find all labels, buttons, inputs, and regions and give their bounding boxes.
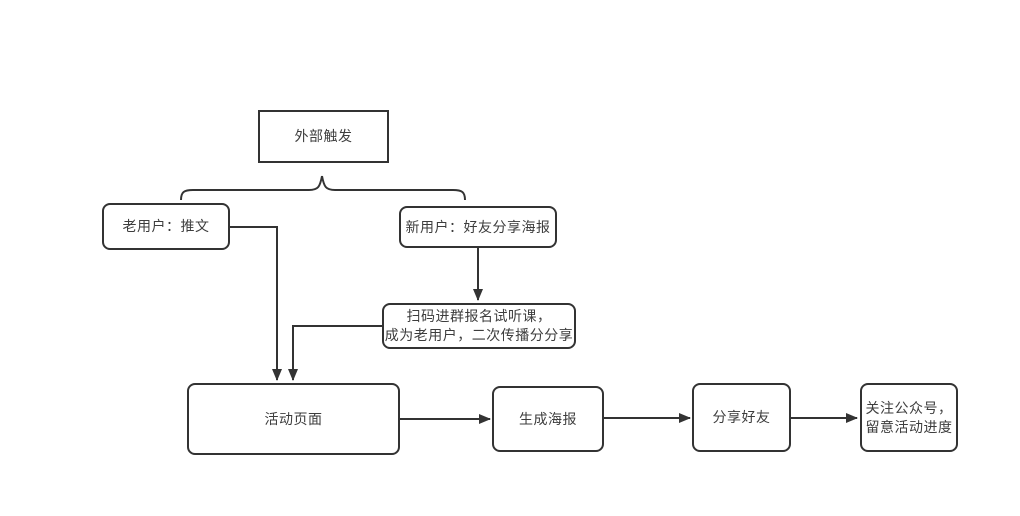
node-old-user: 老用户：推文: [102, 203, 230, 250]
node-label: 老用户：推文: [122, 218, 210, 234]
edge-olduser-activity: [230, 226, 282, 381]
node-follow-account: 关注公众号， 留意活动进度: [860, 383, 958, 452]
node-label: 新用户：好友分享海报: [405, 218, 551, 235]
node-external-trigger: 外部触发: [258, 110, 389, 163]
node-label: 分享好友: [712, 409, 771, 425]
node-share-friends: 分享好友: [692, 383, 791, 452]
node-label: 外部触发: [294, 128, 353, 144]
node-activity-page: 活动页面: [187, 383, 400, 455]
brace-connector: [180, 175, 466, 201]
node-generate-poster: 生成海报: [492, 386, 604, 452]
node-new-user: 新用户：好友分享海报: [399, 206, 557, 248]
node-label: 扫码进群报名试听课， 成为老用户，二次传播分分享: [384, 308, 574, 343]
node-label: 关注公众号， 留意活动进度: [865, 399, 953, 435]
node-label: 活动页面: [264, 410, 323, 427]
node-label: 生成海报: [519, 410, 577, 427]
node-scan-code: 扫码进群报名试听课， 成为老用户，二次传播分分享: [382, 303, 576, 349]
edge-scancode-activity: [288, 325, 382, 381]
